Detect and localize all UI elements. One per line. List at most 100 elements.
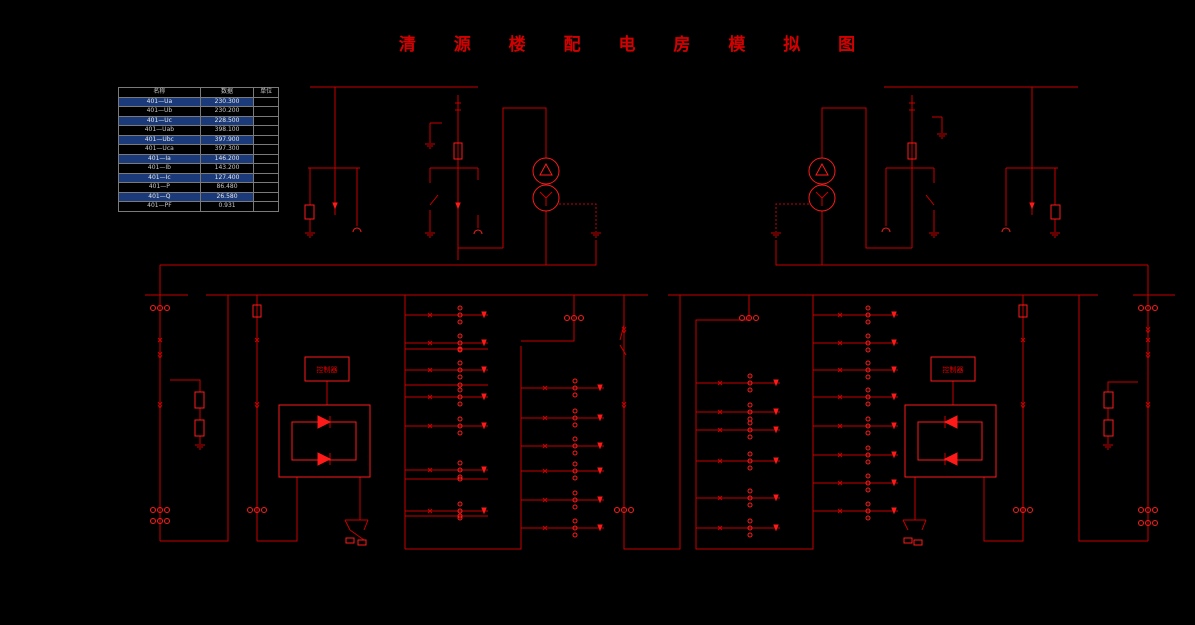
breaker-mark xyxy=(717,427,723,433)
ct-symbol xyxy=(865,508,871,514)
ct-symbol xyxy=(457,423,463,429)
ct-symbol xyxy=(572,392,578,398)
ct-symbol xyxy=(457,416,463,422)
ct-symbol xyxy=(747,488,753,494)
breaker-mark xyxy=(254,337,260,343)
capacitor-symbol xyxy=(357,539,367,546)
ct-symbol xyxy=(1152,520,1158,526)
ct-symbol xyxy=(457,312,463,318)
ct-symbol xyxy=(572,415,578,421)
ct-symbol xyxy=(747,402,753,408)
ct-symbol xyxy=(1152,305,1158,311)
ct-symbol xyxy=(457,430,463,436)
ct-symbol xyxy=(1020,507,1026,513)
ct-symbol xyxy=(865,347,871,353)
ct-symbol xyxy=(572,497,578,503)
ct-symbol xyxy=(1138,507,1144,513)
ct-symbol xyxy=(865,416,871,422)
ct-symbol xyxy=(747,434,753,440)
diode-symbol xyxy=(943,415,958,429)
cable-head-symbol xyxy=(473,229,483,235)
ct-symbol xyxy=(865,473,871,479)
tie-right xyxy=(1078,295,1148,542)
inverter-cabinet-left xyxy=(278,404,371,478)
plug-symbol xyxy=(157,401,163,406)
lv-feed-right xyxy=(775,240,1148,266)
ct-symbol xyxy=(457,401,463,407)
ct-symbol xyxy=(865,340,871,346)
ct-symbol xyxy=(865,480,871,486)
surge-arrester xyxy=(1050,204,1061,220)
ct-symbol xyxy=(747,373,753,379)
cell-name: 401—PF xyxy=(118,201,201,212)
ct-symbol xyxy=(865,452,871,458)
plug-symbol xyxy=(1145,329,1151,334)
ct-symbol xyxy=(164,518,170,524)
breaker-mark xyxy=(427,312,433,318)
arrow-symbol xyxy=(597,496,603,504)
arrow-symbol xyxy=(773,408,779,416)
wire-segment xyxy=(349,529,365,541)
ct-symbol xyxy=(572,378,578,384)
controller-box-right xyxy=(930,356,976,382)
wire-segment xyxy=(257,477,298,542)
arrow-symbol xyxy=(891,366,897,374)
feeder-return-left xyxy=(405,346,522,550)
plug-symbol xyxy=(1145,401,1151,406)
wire-segment xyxy=(363,519,369,531)
feeder-vertical-right xyxy=(695,295,814,550)
page-title: 清 源 楼 配 电 房 模 拟 图 xyxy=(398,35,872,55)
ct-symbol xyxy=(457,360,463,366)
arrow-symbol xyxy=(481,422,487,430)
breaker-mark xyxy=(837,423,843,429)
breaker-mark xyxy=(837,394,843,400)
ct-symbol xyxy=(457,513,463,519)
ct-symbol xyxy=(865,423,871,429)
ct-symbol xyxy=(746,315,752,321)
plug-symbol xyxy=(157,354,163,359)
ct-symbol xyxy=(747,525,753,531)
ct-symbol xyxy=(572,518,578,524)
ct-symbol xyxy=(457,501,463,507)
breaker-mark xyxy=(157,337,163,343)
breaker-mark xyxy=(427,340,433,346)
arrow-symbol xyxy=(455,202,461,210)
ct-symbol xyxy=(164,305,170,311)
ct-symbol xyxy=(564,315,570,321)
wire-segment xyxy=(821,191,829,199)
ct-symbol xyxy=(628,507,634,513)
ct-symbol xyxy=(157,305,163,311)
plug-symbol xyxy=(1145,404,1151,409)
ct-symbol xyxy=(150,518,156,524)
switch-blade xyxy=(429,194,439,206)
inverter-inner-right xyxy=(917,421,983,461)
ct-symbol xyxy=(164,507,170,513)
arrow-symbol xyxy=(773,457,779,465)
inverter-cabinet-right xyxy=(904,404,997,478)
arrow-symbol xyxy=(481,393,487,401)
arrow-symbol xyxy=(891,451,897,459)
ct-symbol xyxy=(1145,507,1151,513)
breaker-mark xyxy=(837,452,843,458)
ct-symbol xyxy=(865,312,871,318)
transformer-feed-left xyxy=(502,107,547,248)
diode-symbol xyxy=(317,452,332,466)
controller-label-left: 控制器 xyxy=(316,366,338,374)
wire-segment xyxy=(815,191,823,199)
ct-symbol xyxy=(572,436,578,442)
ct-symbol xyxy=(572,490,578,496)
arrow-symbol xyxy=(773,494,779,502)
ct-symbol xyxy=(457,374,463,380)
surge-arrester xyxy=(1103,391,1114,409)
neutral-line-left xyxy=(559,203,597,232)
arrow-symbol xyxy=(891,393,897,401)
ct-symbol xyxy=(621,507,627,513)
surge-arrester xyxy=(304,204,315,220)
breaker-mark xyxy=(542,385,548,391)
ct-symbol xyxy=(457,515,463,521)
arrow-symbol xyxy=(891,507,897,515)
ct-symbol xyxy=(1145,520,1151,526)
delta-symbol xyxy=(539,162,553,176)
wire-segment xyxy=(921,519,927,531)
